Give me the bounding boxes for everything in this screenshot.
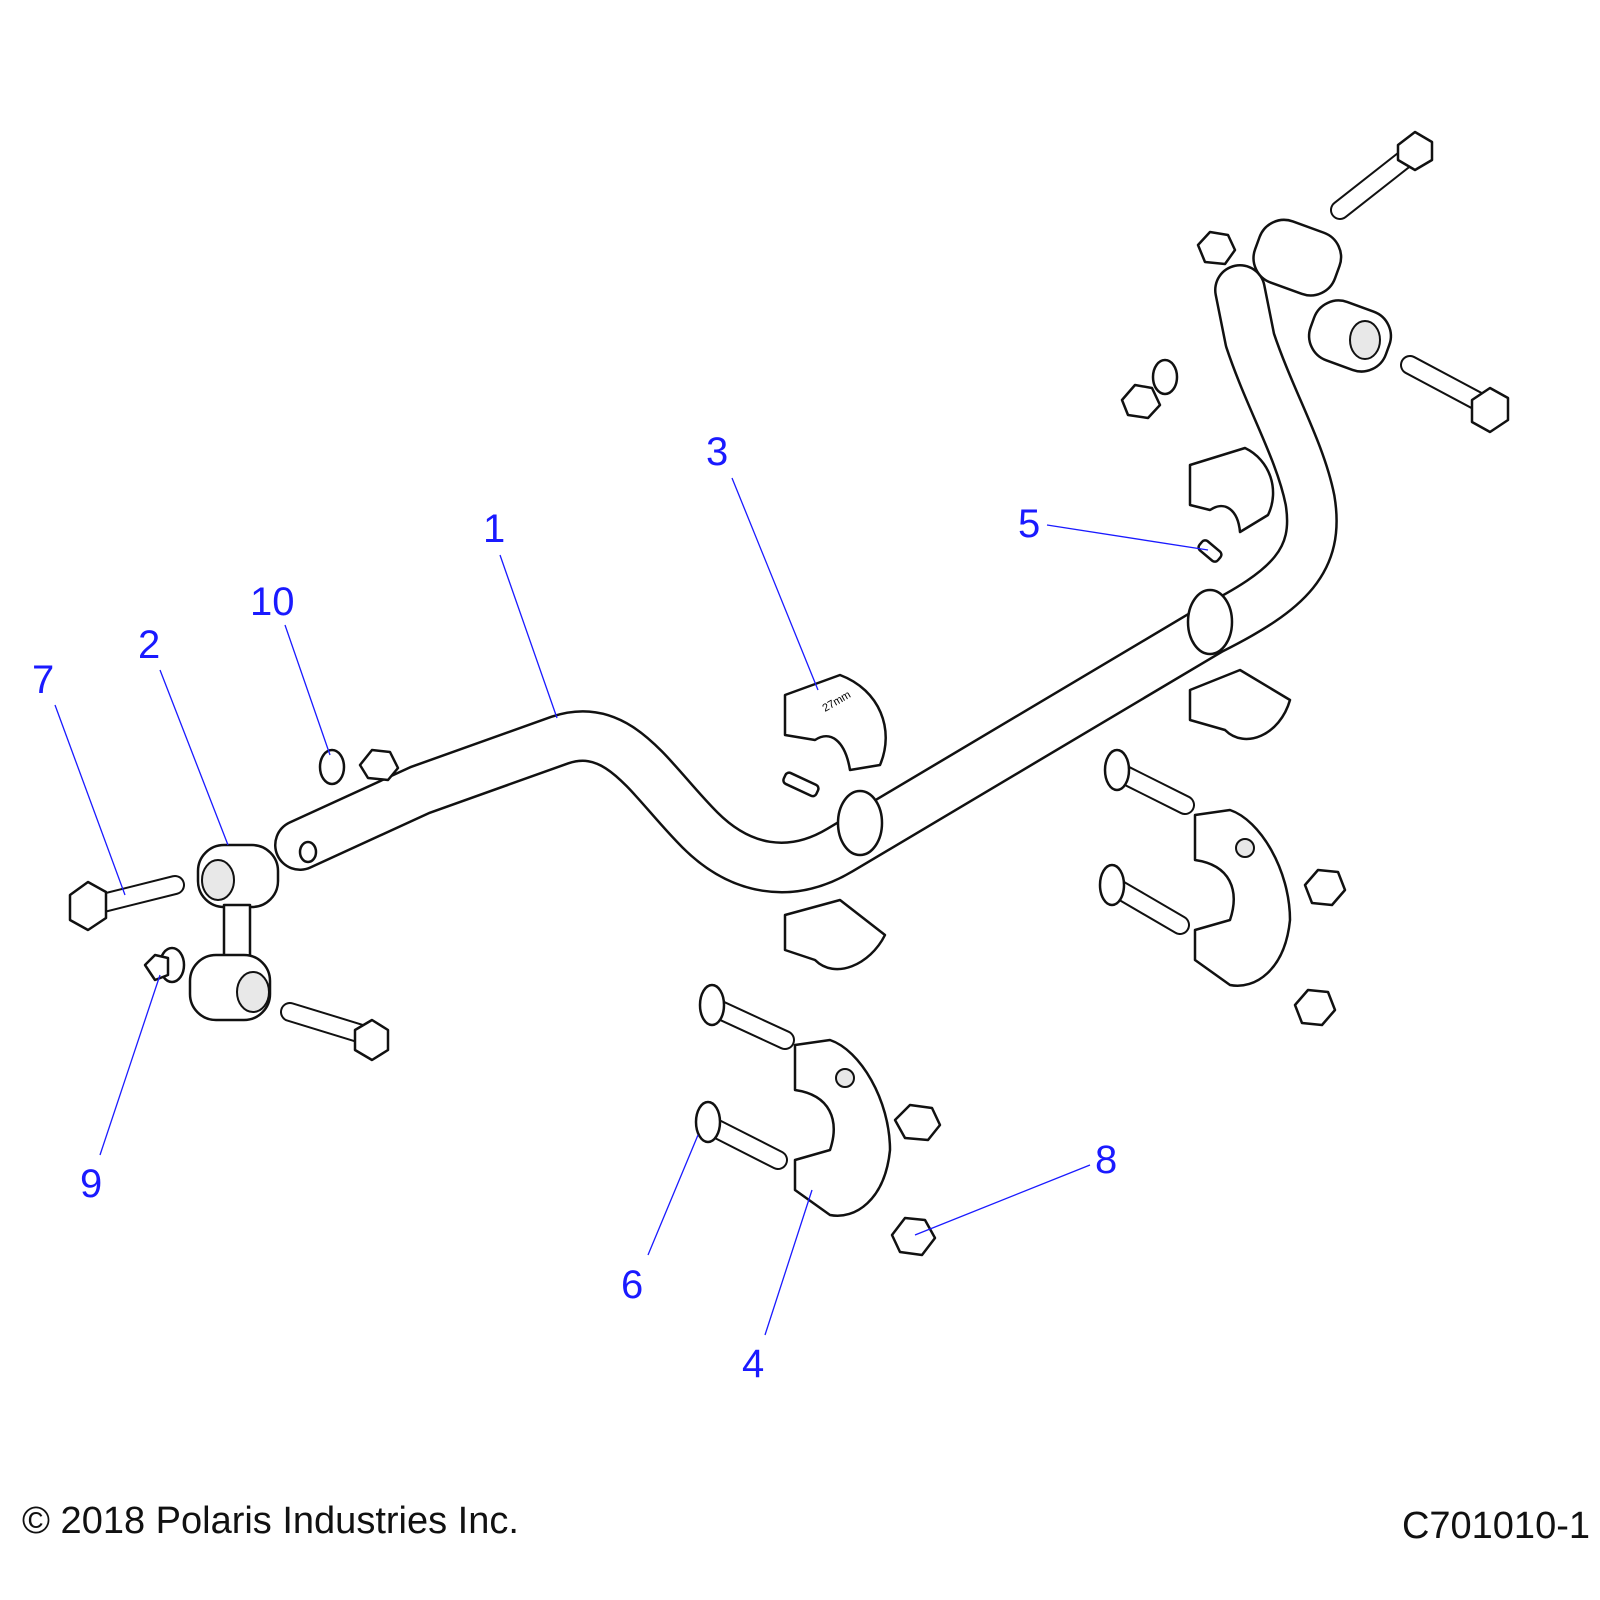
clamps	[793, 808, 1292, 1217]
callout-8: 8	[1095, 1138, 1117, 1182]
bolts	[68, 130, 1510, 1170]
callout-9: 9	[80, 1162, 102, 1206]
leader-lines	[54, 477, 1209, 1336]
callouts: 1 2 3 4 5 6 7 8 9 10	[32, 430, 1117, 1386]
upper-link	[1252, 218, 1393, 373]
callout-4: 4	[742, 1342, 764, 1386]
callout-10: 10	[250, 580, 295, 624]
nuts-washers	[143, 230, 1347, 1257]
stabilizer-bar	[274, 264, 1338, 894]
stabilizer-link	[188, 843, 280, 1022]
callout-6: 6	[621, 1263, 643, 1307]
document-number: C701010-1	[1401, 1505, 1590, 1547]
bushings: 27mm	[783, 446, 1292, 971]
callout-2: 2	[138, 623, 160, 667]
callout-5: 5	[1018, 502, 1040, 546]
callout-1: 1	[483, 507, 505, 551]
callout-7: 7	[32, 658, 54, 702]
callout-3: 3	[706, 430, 728, 474]
copyright-text: © 2018 Polaris Industries Inc.	[22, 1500, 519, 1542]
